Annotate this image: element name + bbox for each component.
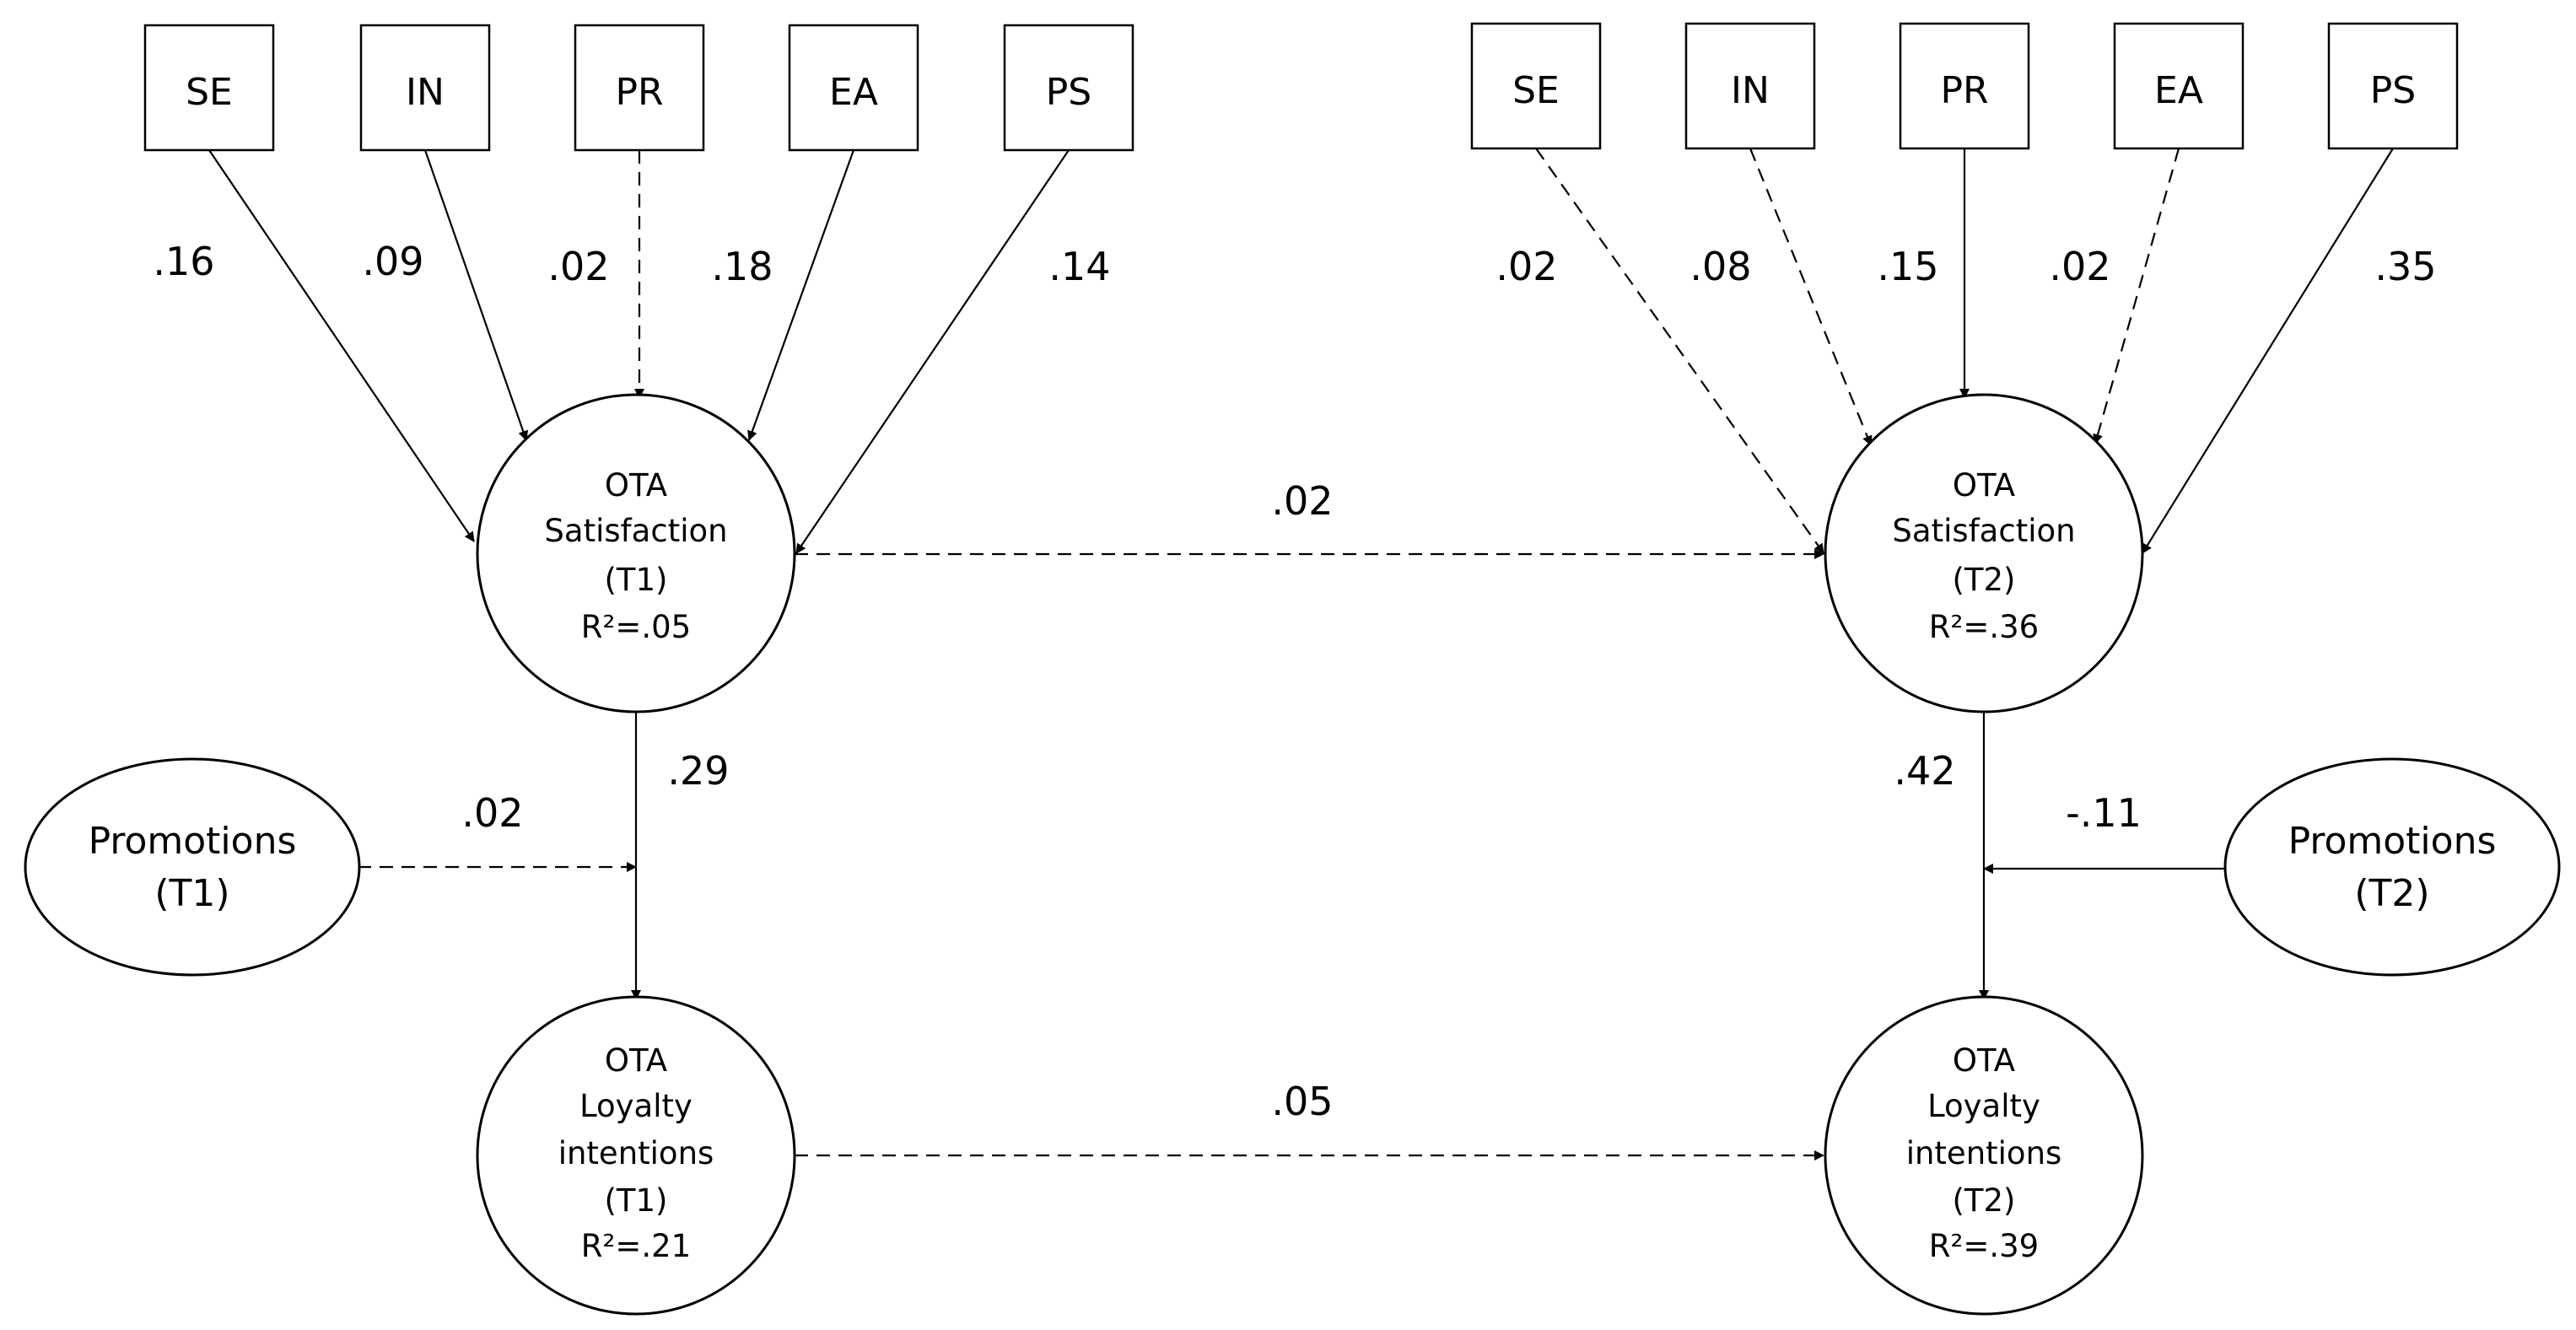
svg-text:(T2): (T2) — [1952, 562, 2015, 598]
svg-text:IN: IN — [406, 71, 445, 114]
svg-text:IN: IN — [1731, 69, 1770, 112]
cross-lag-satisfaction-coef: .02 — [1271, 478, 1333, 524]
svg-text:Loyalty: Loyalty — [579, 1088, 693, 1124]
t1-indicator-ps: PS — [1003, 24, 1134, 152]
svg-text:Promotions: Promotions — [2288, 820, 2497, 863]
t2-coef-pr: .15 — [1877, 244, 1938, 289]
t2-indicator-pr: PR — [1899, 22, 2030, 150]
t2-coef-in: .08 — [1689, 244, 1751, 289]
t1-coef-se: .16 — [153, 239, 214, 284]
svg-text:PR: PR — [1940, 69, 1988, 112]
t1-path-ps — [795, 149, 1070, 554]
t1-promotions-coef: .02 — [461, 790, 523, 836]
t1-path-ea — [747, 149, 855, 441]
t2-promotions-node: Promotions (T2) — [2223, 757, 2561, 977]
t2-coef-se: .02 — [1495, 244, 1557, 289]
svg-text:(T1): (T1) — [154, 872, 229, 915]
t2-indicator-in: IN — [1684, 22, 1816, 150]
t2-path-ea — [2093, 148, 2180, 444]
t1-satisfaction-node: OTA Satisfaction (T1) R²=.05 — [476, 393, 796, 713]
svg-text:(T2): (T2) — [2354, 872, 2429, 915]
svg-text:SE: SE — [186, 71, 233, 114]
t2-indicator-ps: PS — [2327, 22, 2459, 150]
svg-text:Satisfaction: Satisfaction — [1892, 513, 2075, 549]
t2-path-ps — [2142, 148, 2394, 554]
t1-promotions-node: Promotions (T1) — [24, 757, 361, 977]
t1-loyalty-node: OTA Loyalty intentions (T1) R²=.21 — [476, 995, 796, 1316]
cross-lag-loyalty-coef: .05 — [1271, 1079, 1333, 1124]
t1-indicator-ea: EA — [788, 24, 919, 152]
t2-promotions-coef: -.11 — [2066, 790, 2142, 836]
svg-text:EA: EA — [829, 71, 878, 114]
t2-loyalty-node: OTA Loyalty intentions (T2) R²=.39 — [1824, 995, 2144, 1316]
svg-text:EA: EA — [2154, 69, 2203, 112]
svg-text:(T1): (T1) — [604, 562, 667, 598]
svg-text:PS: PS — [2370, 69, 2416, 112]
t1-indicator-in: IN — [359, 24, 491, 152]
svg-text:R²=.36: R²=.36 — [1929, 609, 2039, 645]
svg-text:Loyalty: Loyalty — [1927, 1088, 2040, 1124]
svg-text:R²=.05: R²=.05 — [581, 609, 691, 645]
svg-text:R²=.21: R²=.21 — [581, 1228, 691, 1264]
svg-text:(T1): (T1) — [604, 1182, 667, 1219]
t1-path-in — [423, 149, 529, 441]
t1-coef-ea: .18 — [711, 244, 773, 289]
t2-indicator-se: SE — [1470, 22, 1602, 150]
svg-text:Satisfaction: Satisfaction — [544, 513, 727, 549]
svg-text:OTA: OTA — [605, 467, 667, 503]
svg-text:intentions: intentions — [1906, 1135, 2062, 1171]
t2-coef-ps: .35 — [2374, 244, 2436, 289]
svg-text:OTA: OTA — [1953, 467, 2015, 503]
t1-coef-ps: .14 — [1048, 244, 1110, 289]
svg-text:PR: PR — [615, 71, 663, 114]
t2-coef-ea: .02 — [2049, 244, 2110, 289]
t2-satisfaction-node: OTA Satisfaction (T2) R²=.36 — [1824, 393, 2144, 713]
t1-coef-pr: .02 — [547, 244, 609, 289]
t1-coef-in: .09 — [362, 239, 423, 284]
t1-sat-to-loyalty-coef: .29 — [667, 748, 729, 794]
svg-text:(T2): (T2) — [1952, 1182, 2015, 1219]
t1-path-se — [208, 149, 475, 542]
t2-indicator-ea: EA — [2113, 22, 2245, 150]
svg-text:SE: SE — [1512, 69, 1560, 112]
t2-sat-to-loyalty-coef: .42 — [1894, 748, 1955, 794]
t2-path-in — [1749, 148, 1873, 446]
t1-indicator-pr: PR — [574, 24, 705, 152]
svg-text:PS: PS — [1046, 71, 1091, 114]
t1-indicator-se: SE — [143, 24, 275, 152]
svg-text:intentions: intentions — [558, 1135, 714, 1171]
svg-text:OTA: OTA — [1953, 1042, 2015, 1079]
svg-text:Promotions: Promotions — [89, 820, 297, 863]
svg-text:OTA: OTA — [605, 1042, 667, 1079]
t2-path-se — [1535, 148, 1824, 554]
svg-text:R²=.39: R²=.39 — [1929, 1228, 2039, 1264]
